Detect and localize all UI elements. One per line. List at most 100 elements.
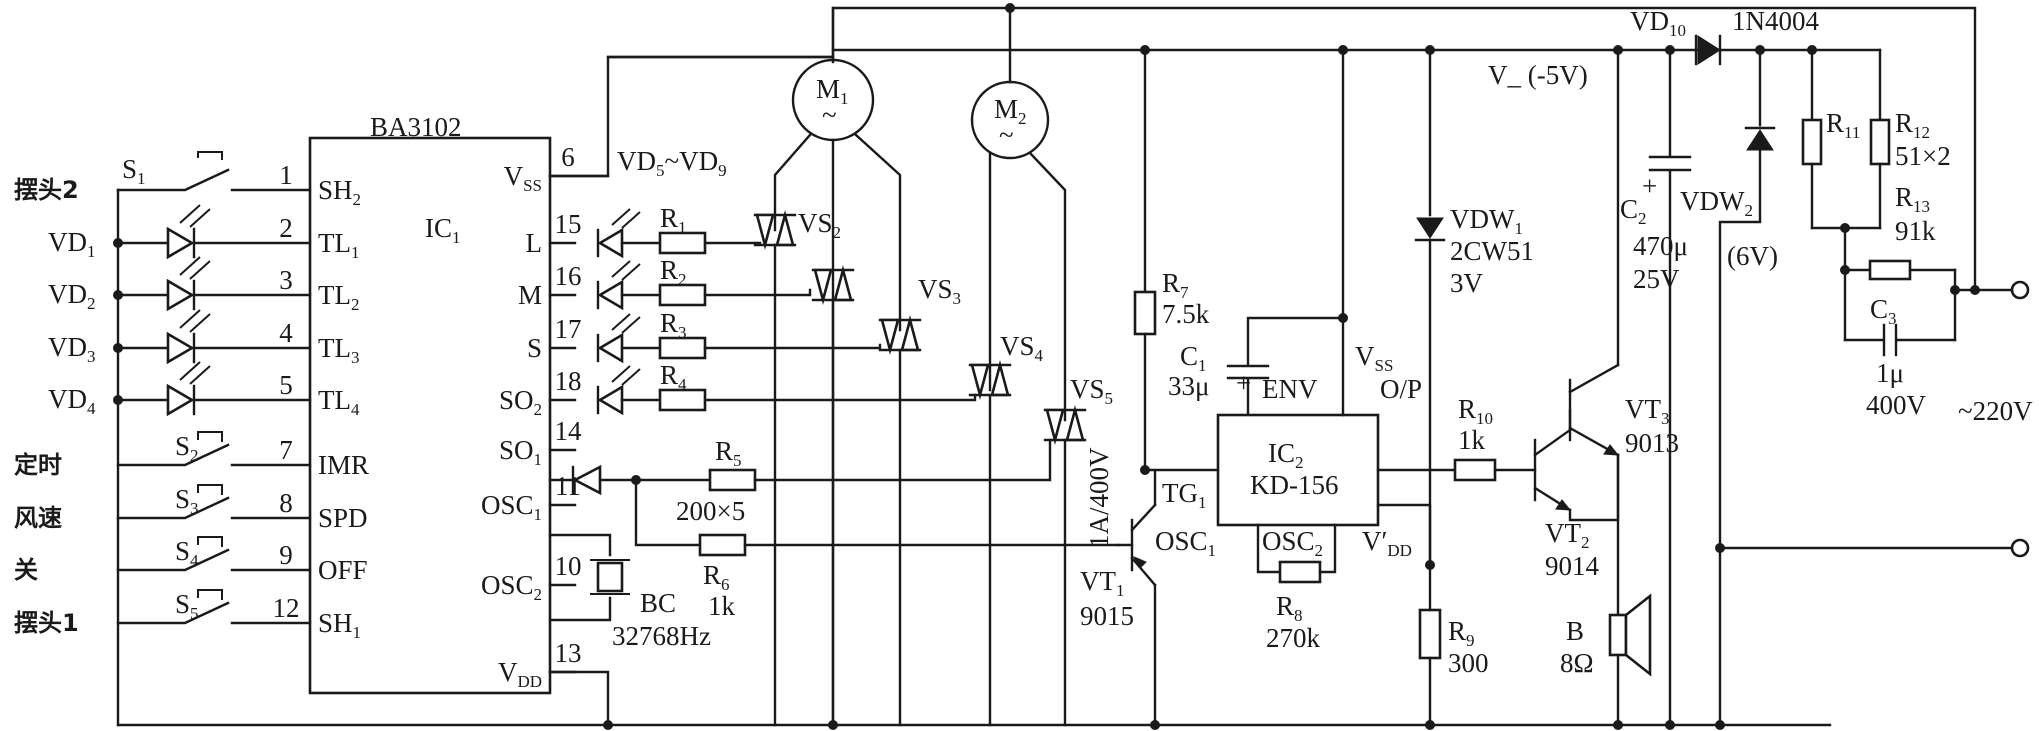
ic1-rpin-num-18: 18: [555, 366, 582, 396]
c2-value: 470μ: [1633, 231, 1688, 261]
m1-tap-l: [773, 133, 812, 232]
ic1-rpin-num-17: 17: [555, 314, 582, 344]
vt3-label: VT3: [1625, 394, 1670, 428]
ic1-rpin-label-15: L: [526, 228, 543, 258]
input-label-3: VD3: [48, 332, 96, 366]
ic1-pin-num-4: 4: [279, 318, 293, 348]
crystal-value: 32768Hz: [612, 621, 711, 651]
svg-text:~: ~: [999, 120, 1014, 150]
svg-text:S1: S1: [122, 154, 146, 188]
c3-volt: 400V: [1866, 390, 1927, 420]
speaker-value: 8Ω: [1560, 648, 1594, 678]
c3-label: C3: [1870, 294, 1897, 328]
output-resistor-r5: [708, 468, 757, 492]
ic1-pin-label-4: TL3: [318, 333, 360, 367]
r8-wire-b: [1318, 523, 1337, 574]
input-label-0: 摆头2: [14, 176, 79, 204]
vt2-type: 9014: [1545, 551, 1600, 581]
r7-resistor: [1133, 290, 1157, 336]
output-led-6: [597, 279, 624, 311]
vd10-label: VD10: [1630, 6, 1686, 40]
c1-wire-top: [1246, 316, 1345, 366]
led-vd2: [166, 278, 195, 312]
ic2-pin-tg: TG1: [1162, 478, 1207, 512]
r8-resistor: [1278, 560, 1322, 584]
c2-volt: 25V: [1633, 264, 1680, 294]
c2-label: C2: [1620, 194, 1647, 228]
r12-resistor: [1869, 118, 1891, 166]
speaker: [1608, 593, 1652, 727]
ic1-rpin-num-11: 11: [555, 471, 581, 501]
triac-vs5-label: VS5: [1070, 374, 1113, 408]
r6-label: R6: [703, 560, 730, 594]
r10-resistor: [1453, 458, 1497, 482]
ic1-pin-label-9: OFF: [318, 555, 368, 585]
vdd-ground-wire: [548, 670, 610, 727]
r6-junction: [631, 475, 641, 485]
svg-text:M2: M2: [994, 94, 1027, 128]
svg-text:S5: S5: [175, 589, 199, 623]
ic2-pin-env: ENV: [1262, 374, 1318, 404]
ic1-rpin-label-13: VDD: [498, 657, 542, 691]
r10-value: 1k: [1458, 425, 1486, 455]
ic1-rpin-label-10: OSC2: [481, 570, 542, 604]
svg-text:S3: S3: [175, 484, 199, 518]
ic1-rpin-label-6: VSS: [504, 161, 542, 195]
ic1-ref: IC1: [425, 213, 461, 247]
switch-s3: S3: [116, 484, 312, 520]
triacs: [753, 209, 1087, 727]
ic2-pin-vdd: V′DD: [1362, 526, 1412, 560]
led-vd4: [166, 383, 195, 417]
speaker-ref: B: [1566, 616, 1584, 646]
output-led-5: [597, 227, 624, 259]
ic1-name: BA3102: [370, 112, 462, 142]
vdw2-label: VDW2: [1680, 186, 1753, 220]
vd10-type: 1N4004: [1732, 6, 1819, 36]
ic1-rpin-num-16: 16: [555, 261, 582, 291]
ic1-chip: BA3102 IC1: [308, 112, 552, 695]
svg-text:S4: S4: [175, 536, 199, 570]
input-label-6: 风速: [14, 504, 62, 532]
vdw1-type: 2CW51: [1450, 236, 1534, 266]
led-vd3: [166, 331, 195, 365]
led-vd1: [166, 226, 195, 260]
ic1-pin-num-2: 2: [279, 213, 293, 243]
ic1-pin-num-8: 8: [279, 488, 293, 518]
r7-value: 7.5k: [1162, 299, 1210, 329]
r6-resistor: [698, 533, 747, 557]
ic1-pin-label-3: TL2: [318, 280, 360, 314]
crystal-ref: BC: [640, 588, 676, 618]
ic1-rpin-label-16: M: [518, 280, 542, 310]
ic1-rpin-label-14: SO1: [499, 435, 542, 469]
crystal-body: [596, 561, 624, 593]
vdw1-volt: 3V: [1450, 268, 1484, 298]
r8-value: 270k: [1266, 623, 1321, 653]
svg-text:M1: M1: [816, 74, 849, 108]
output-resistor-label-5: R5: [715, 436, 742, 470]
ic1-rpin-label-18: SO2: [499, 385, 542, 419]
triac-3: [968, 359, 1012, 727]
ic1-pin-num-7: 7: [279, 435, 293, 465]
r13-label: R13: [1895, 182, 1930, 216]
triac-vs2-label: VS2: [798, 208, 841, 242]
mains-terminal-bottom: [2010, 538, 2030, 558]
ic1-pin-num-12: 12: [273, 593, 300, 623]
r-group-value: 200×5: [676, 496, 745, 526]
r7-label: R7: [1162, 268, 1189, 302]
r6-wire-a: [634, 478, 702, 547]
triac-2: [878, 314, 922, 727]
mains-label: ~220V: [1958, 396, 2033, 426]
crystal-wire-a: [548, 533, 612, 557]
ic1-pin-label-2: TL1: [318, 228, 360, 262]
ic1-pin-num-3: 3: [279, 265, 293, 295]
input-label-1: VD1: [48, 227, 96, 261]
ic1-pin-label-1: SH2: [318, 175, 361, 209]
ic1-pin-num-1: 1: [279, 160, 293, 190]
crystal-wire-b: [548, 596, 612, 622]
vdw1-label: VDW1: [1450, 204, 1523, 238]
ic1-pin-num-5: 5: [279, 370, 293, 400]
output-led-8: [597, 384, 624, 416]
